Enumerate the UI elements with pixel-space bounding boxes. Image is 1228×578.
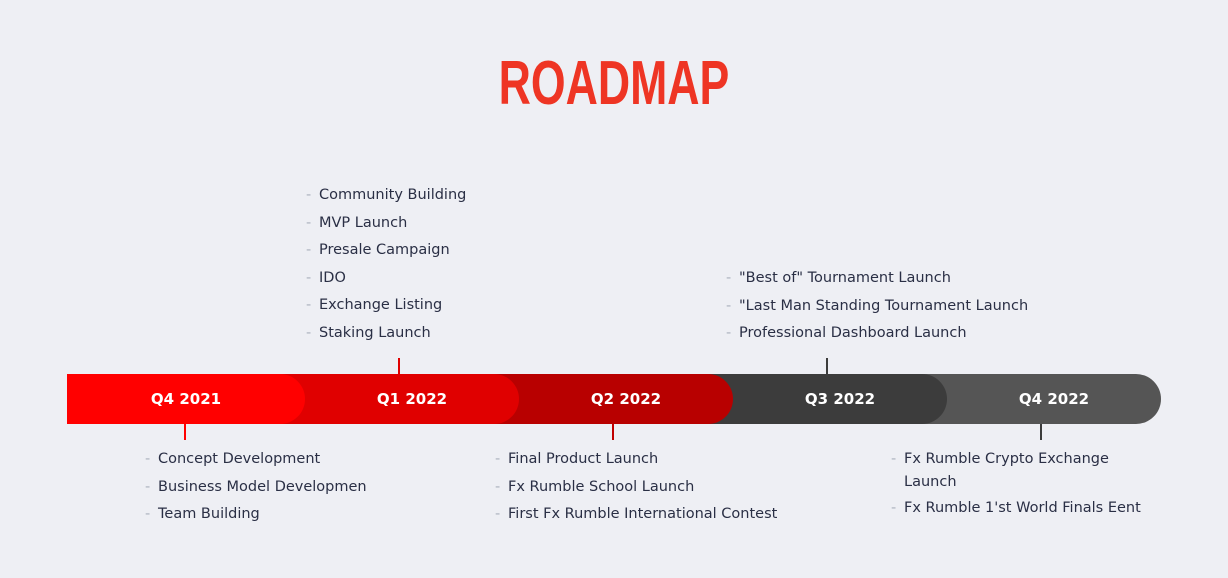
list-item: "Best of" Tournament Launch: [726, 268, 1028, 288]
connector-tick-q3-2022: [826, 358, 828, 374]
milestone-list-q1-2022: Community Building MVP Launch Presale Ca…: [306, 185, 466, 350]
list-item: Final Product Launch: [495, 449, 777, 469]
milestone-list-q2-2022: Final Product Launch Fx Rumble School La…: [495, 449, 777, 532]
milestone-list-q4-2022: Fx Rumble Crypto Exchange Launch Fx Rumb…: [891, 448, 1161, 526]
list-item: Concept Development: [145, 449, 367, 469]
connector-tick-q4-2021: [184, 424, 186, 440]
phase-segment-q4-2022: Q4 2022: [922, 374, 1161, 424]
connector-tick-q2-2022: [612, 424, 614, 440]
phase-segment-q4-2021: Q4 2021: [67, 374, 305, 424]
list-item: Professional Dashboard Launch: [726, 323, 1028, 343]
phase-label-q3-2022: Q3 2022: [804, 390, 876, 408]
phase-label-q1-2022: Q1 2022: [376, 390, 448, 408]
phase-label-q4-2021: Q4 2021: [150, 390, 222, 408]
list-item: Team Building: [145, 504, 367, 524]
connector-tick-q4-2022: [1040, 424, 1042, 440]
page-title: ROADMAP: [498, 49, 730, 118]
list-item: Business Model Developmen: [145, 477, 367, 497]
roadmap-timeline-bar: Q4 2021 Q1 2022 Q2 2022 Q3 2022 Q4 2022: [67, 374, 1161, 424]
list-item: MVP Launch: [306, 213, 466, 233]
list-item: Fx Rumble 1'st World Finals Eent: [891, 498, 1161, 518]
list-item: Fx Rumble School Launch: [495, 477, 777, 497]
phase-segment-q3-2022: Q3 2022: [708, 374, 947, 424]
phase-segment-q2-2022: Q2 2022: [494, 374, 733, 424]
list-item: "Last Man Standing Tournament Launch: [726, 296, 1028, 316]
milestone-list-q4-2021: Concept Development Business Model Devel…: [145, 449, 367, 532]
list-item: Exchange Listing: [306, 295, 466, 315]
list-item: Fx Rumble Crypto Exchange Launch: [891, 448, 1134, 494]
list-item: Community Building: [306, 185, 466, 205]
list-item: Presale Campaign: [306, 240, 466, 260]
phase-segment-q1-2022: Q1 2022: [280, 374, 519, 424]
list-item: First Fx Rumble International Contest: [495, 504, 777, 524]
list-item: Staking Launch: [306, 323, 466, 343]
phase-label-q4-2022: Q4 2022: [1018, 390, 1090, 408]
milestone-list-q3-2022: "Best of" Tournament Launch "Last Man St…: [726, 268, 1028, 351]
phase-label-q2-2022: Q2 2022: [590, 390, 662, 408]
connector-tick-q1-2022: [398, 358, 400, 374]
list-item: IDO: [306, 268, 466, 288]
